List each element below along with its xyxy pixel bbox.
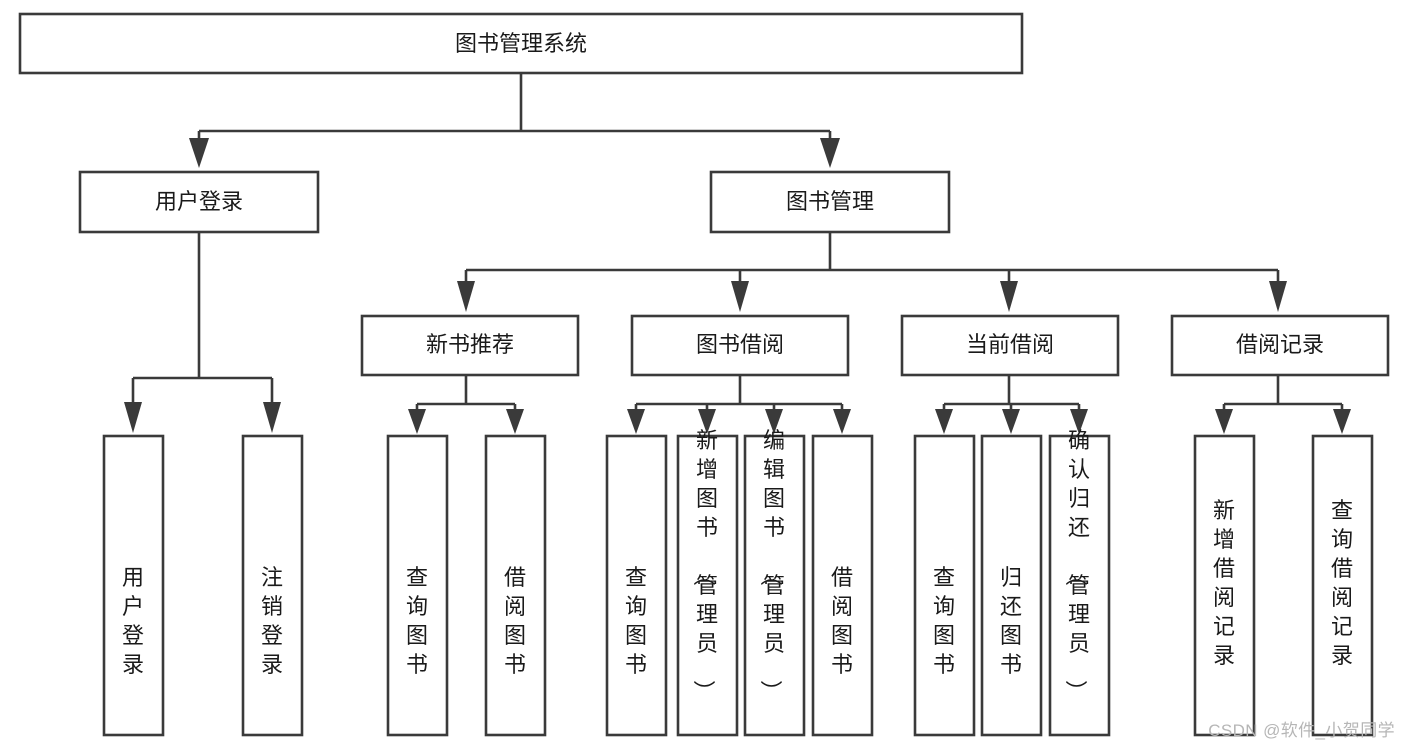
node-leaf-add-record[interactable]: 新增借阅记录 — [1193, 434, 1256, 737]
node-leaf-query-record-label: 查询借阅记录 — [1331, 498, 1353, 668]
arrow-book-borrow-leaf-4 — [833, 409, 851, 434]
node-borrow-record-label: 借阅记录 — [1236, 332, 1324, 357]
node-leaf-query-book-3-label: 查询图书 — [933, 565, 955, 677]
node-user-login-label: 用户登录 — [155, 189, 243, 214]
node-book-manage-label: 图书管理 — [786, 189, 874, 214]
node-leaf-add-book-box[interactable] — [676, 434, 739, 737]
node-borrow-record-box[interactable] — [1170, 314, 1390, 377]
arrow-user-login-leaf-2 — [263, 402, 281, 433]
connector-group-current-borrow — [935, 375, 1088, 434]
node-leaf-return-book-label: 归还图书 — [1000, 565, 1022, 677]
connector-group-user-login — [124, 232, 281, 433]
node-leaf-edit-book-box[interactable] — [743, 434, 806, 737]
node-user-login[interactable]: 用户登录 — [78, 170, 320, 234]
connector-group-borrow-record — [1215, 375, 1351, 434]
arrow-book-manage-to-current-borrow — [1000, 281, 1018, 312]
arrow-current-borrow-leaf-2 — [1002, 409, 1020, 434]
node-leaf-confirm-return-label: 确认归还（管理员） — [1063, 428, 1090, 702]
node-user-login-box[interactable] — [78, 170, 320, 234]
node-leaf-borrow-book-2-label: 借阅图书 — [831, 565, 853, 677]
node-leaf-user-login[interactable]: 用户登录 — [102, 434, 165, 737]
node-leaf-query-book-3-box[interactable] — [913, 434, 976, 737]
arrow-root-to-book-manage — [820, 138, 840, 168]
arrow-new-book-rec-leaf-1 — [408, 409, 426, 434]
node-leaf-logout-box[interactable] — [241, 434, 304, 737]
node-leaf-edit-book[interactable]: 编辑图书（管理员） — [743, 428, 806, 737]
node-book-manage[interactable]: 图书管理 — [709, 170, 951, 234]
node-current-borrow-label: 当前借阅 — [966, 332, 1054, 357]
arrow-borrow-record-leaf-2 — [1333, 409, 1351, 434]
arrow-borrow-record-leaf-1 — [1215, 409, 1233, 434]
node-leaf-logout[interactable]: 注销登录 — [241, 434, 304, 737]
arrow-book-manage-to-book-borrow — [731, 281, 749, 312]
node-leaf-user-login-box[interactable] — [102, 434, 165, 737]
arrow-new-book-rec-leaf-2 — [506, 409, 524, 434]
arrow-book-manage-to-new-book-rec — [457, 281, 475, 312]
node-leaf-borrow-book-2-box[interactable] — [811, 434, 874, 737]
arrow-root-to-user-login — [189, 138, 209, 168]
arrow-book-borrow-leaf-2 — [698, 409, 716, 434]
node-root-label: 图书管理系统 — [455, 31, 587, 56]
node-leaf-borrow-book-2[interactable]: 借阅图书 — [811, 434, 874, 737]
node-leaf-query-book-1-label: 查询图书 — [406, 565, 428, 677]
arrow-book-borrow-leaf-1 — [627, 409, 645, 434]
node-leaf-return-book[interactable]: 归还图书 — [980, 434, 1043, 737]
node-leaf-add-record-box[interactable] — [1193, 434, 1256, 737]
node-leaf-query-book-2-box[interactable] — [605, 434, 668, 737]
connector-group-book-manage — [457, 232, 1287, 312]
node-book-borrow-box[interactable] — [630, 314, 850, 377]
node-leaf-confirm-return-box[interactable] — [1048, 434, 1111, 737]
node-book-borrow-label: 图书借阅 — [696, 332, 784, 357]
connector-group-new-book-rec — [408, 375, 524, 434]
node-leaf-logout-label: 注销登录 — [261, 565, 283, 677]
connector-group-root — [189, 73, 840, 168]
node-leaf-query-book-1-box[interactable] — [386, 434, 449, 737]
node-leaf-query-record-box[interactable] — [1311, 434, 1374, 737]
node-new-book-rec[interactable]: 新书推荐 — [360, 314, 580, 377]
node-leaf-query-record[interactable]: 查询借阅记录 — [1311, 434, 1374, 737]
node-leaf-borrow-book-1-box[interactable] — [484, 434, 547, 737]
node-leaf-query-book-2-label: 查询图书 — [625, 565, 647, 677]
node-borrow-record[interactable]: 借阅记录 — [1170, 314, 1390, 377]
node-leaf-query-book-3[interactable]: 查询图书 — [913, 434, 976, 737]
node-leaf-borrow-book-1-label: 借阅图书 — [504, 565, 526, 677]
node-leaf-user-login-label: 用户登录 — [122, 565, 144, 677]
node-leaf-add-book[interactable]: 新增图书（管理员） — [676, 428, 739, 737]
arrow-book-manage-to-borrow-record — [1269, 281, 1287, 312]
node-current-borrow-box[interactable] — [900, 314, 1120, 377]
node-leaf-borrow-book-1[interactable]: 借阅图书 — [484, 434, 547, 737]
node-leaf-return-book-box[interactable] — [980, 434, 1043, 737]
node-leaf-query-book-2[interactable]: 查询图书 — [605, 434, 668, 737]
arrow-user-login-leaf-1 — [124, 402, 142, 433]
node-new-book-rec-label: 新书推荐 — [426, 332, 514, 357]
node-book-manage-box[interactable] — [709, 170, 951, 234]
connector-group-book-borrow — [627, 375, 851, 434]
arrow-current-borrow-leaf-3 — [1070, 409, 1088, 434]
arrow-book-borrow-leaf-3 — [765, 409, 783, 434]
node-leaf-query-book-1[interactable]: 查询图书 — [386, 434, 449, 737]
arrow-current-borrow-leaf-1 — [935, 409, 953, 434]
node-book-borrow[interactable]: 图书借阅 — [630, 314, 850, 377]
node-current-borrow[interactable]: 当前借阅 — [900, 314, 1120, 377]
node-leaf-confirm-return[interactable]: 确认归还（管理员） — [1048, 428, 1111, 737]
node-leaf-edit-book-label: 编辑图书（管理员） — [758, 428, 785, 702]
node-root[interactable]: 图书管理系统 — [18, 12, 1024, 75]
node-root-box[interactable] — [18, 12, 1024, 75]
node-new-book-rec-box[interactable] — [360, 314, 580, 377]
node-leaf-add-record-label: 新增借阅记录 — [1213, 498, 1235, 668]
node-leaf-add-book-label: 新增图书（管理员） — [691, 428, 718, 702]
